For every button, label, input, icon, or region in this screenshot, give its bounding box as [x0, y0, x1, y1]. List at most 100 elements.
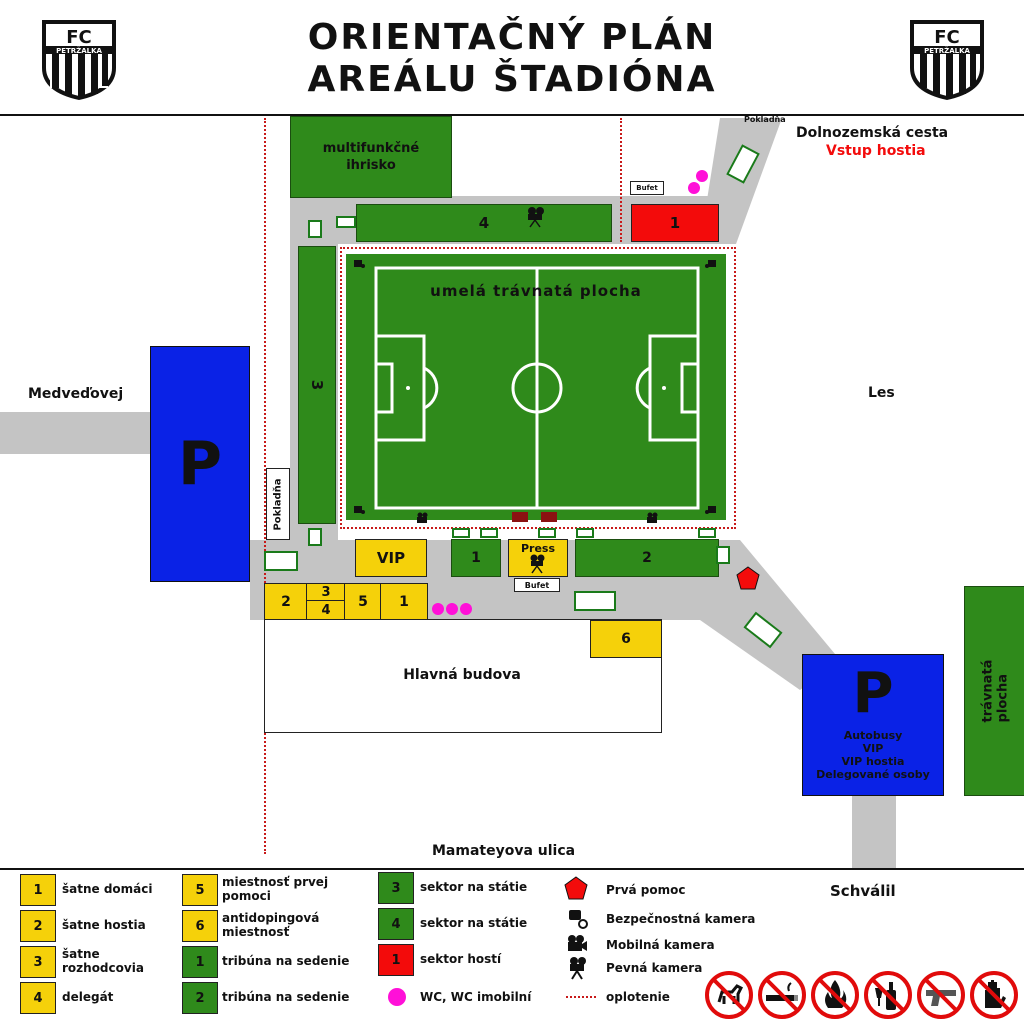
- no-fire-icon: [811, 971, 859, 1019]
- fc-petrzalka-logo-right: FC PETRŽALKA: [910, 20, 984, 100]
- press-label: Press: [520, 542, 556, 555]
- room-1: 1: [380, 583, 428, 621]
- sector-4-standing: 4: [356, 204, 612, 242]
- legend-text: šatne hostia: [62, 918, 146, 932]
- emergency-exit-icon: [716, 546, 730, 564]
- legend-text: šatne rozhodcovia: [62, 947, 144, 975]
- bufet-bottom-label: Bufet: [524, 580, 550, 590]
- legend-swatch-sector-guests: 1: [378, 944, 414, 976]
- grass-area-right: trávnatá plocha: [964, 586, 1024, 796]
- wc-icon: [696, 170, 708, 182]
- room-4: 4: [306, 600, 346, 621]
- svg-text:PETRŽALKA: PETRŽALKA: [56, 46, 102, 55]
- mobile-camera-icon: [647, 512, 658, 523]
- security-camera-icon: [705, 506, 716, 514]
- legend-text: delegát: [62, 990, 114, 1004]
- legend-swatch-label: 2: [195, 990, 205, 1006]
- wc-icon: [446, 603, 458, 615]
- ticket-office-left-label: Pokladňa: [272, 477, 284, 531]
- emergency-exit-icon: [308, 528, 322, 546]
- bench-guest: [541, 512, 557, 522]
- room-1-label: 1: [399, 594, 409, 610]
- legend-text: tribúna na sedenie: [222, 954, 350, 968]
- room-2: 2: [264, 583, 308, 621]
- legend-swatch-label: 2: [33, 918, 43, 934]
- no-alcohol-icon: [864, 971, 912, 1019]
- no-smoking-icon: [758, 971, 806, 1019]
- security-camera-icon: [569, 910, 588, 929]
- legend-text: WC, WC imobilní: [420, 990, 532, 1004]
- parking-right-line4: Delegované osoby: [816, 768, 930, 781]
- security-camera-icon: [705, 260, 716, 268]
- emergency-exit-icon: [576, 528, 594, 538]
- vip-label: VIP: [376, 549, 406, 567]
- legend-swatch-label: 1: [391, 952, 401, 968]
- ticket-office-left: Pokladňa: [266, 468, 290, 540]
- legend-swatch-room-1: 1: [20, 874, 56, 906]
- room-6: 6: [590, 620, 662, 658]
- no-entry-hand-icon: [970, 971, 1018, 1019]
- sector-3-standing: 3: [298, 246, 336, 524]
- emergency-exit-icon: [698, 528, 716, 538]
- no-weapons-icon: [917, 971, 965, 1019]
- street-medvedovej: Medveďovej: [28, 386, 124, 402]
- legend-swatch-label: 1: [195, 954, 205, 970]
- wc-icon: [388, 988, 406, 1006]
- legend-text: šatne domáci: [62, 882, 153, 896]
- wc-icon: [688, 182, 700, 194]
- forest-label: Les: [868, 385, 895, 401]
- page-title-line1: ORIENTAČNÝ PLÁN: [307, 17, 717, 58]
- emergency-exit-icon: [452, 528, 470, 538]
- road-diagonals: [700, 118, 896, 870]
- emergency-exit-icon: [336, 216, 356, 228]
- fence-left: [264, 118, 266, 854]
- grass-area-label: trávnatá plocha: [980, 659, 1011, 723]
- emergency-exit-icon: [480, 528, 498, 538]
- wc-icon: [432, 603, 444, 615]
- multifunction-label: multifunkčné ihrisko: [322, 141, 420, 173]
- header-divider: [0, 114, 1024, 116]
- legend-swatch-label: 4: [391, 916, 401, 932]
- room-4-label: 4: [321, 603, 331, 618]
- legend-divider: [0, 868, 1024, 870]
- legend-swatch-label: 3: [33, 954, 43, 970]
- legend-swatch-room-2: 2: [20, 910, 56, 942]
- emergency-exit-icon: [538, 528, 556, 538]
- mobile-camera-icon: [568, 935, 587, 951]
- parking-right-label: P: [852, 661, 894, 726]
- legend-text: sektor hostí: [420, 952, 502, 966]
- prohibition-icons: [704, 970, 1020, 1020]
- room-6-label: 6: [621, 631, 631, 647]
- legend-swatch-label: 5: [195, 882, 205, 898]
- street-dolnozemska: Dolnozemská cesta: [796, 125, 949, 141]
- fence-legend-line: [566, 996, 596, 998]
- parking-right: P Autobusy VIP VIP hostia Delegované oso…: [802, 654, 944, 796]
- tribune-1-label: 1: [471, 550, 481, 566]
- parking-right-line1: Autobusy: [843, 729, 903, 742]
- legend-text: oplotenie: [606, 990, 670, 1004]
- legend-text: Mobilná kamera: [606, 938, 715, 952]
- parking-left-label: P: [178, 429, 222, 499]
- pitch-label: umelá trávnatá plocha: [430, 282, 642, 300]
- fixed-camera-icon: [530, 554, 545, 574]
- tribune-2-label: 2: [642, 550, 652, 566]
- sector-4-label: 4: [478, 214, 490, 232]
- legend-swatch-sector-3: 3: [378, 872, 414, 904]
- security-camera-icon: [354, 260, 365, 268]
- legend-swatch-room-5: 5: [182, 874, 218, 906]
- bufet-top-label: Bufet: [636, 184, 658, 192]
- bench-home: [512, 512, 528, 522]
- svg-text:FC: FC: [66, 27, 92, 48]
- emergency-exit-icon: [574, 591, 616, 611]
- street-mamateyova: Mamateyova ulica: [432, 843, 576, 859]
- page-title-line2: AREÁLU ŠTADIÓNA: [307, 59, 717, 100]
- ticket-office-top-label: Pokladňa: [744, 115, 786, 124]
- fc-petrzalka-logo-left: FC PETRŽALKA: [42, 20, 116, 100]
- room-5: 5: [344, 583, 382, 621]
- security-camera-icon: [354, 506, 365, 514]
- tribune-2-seating: 2: [575, 539, 719, 577]
- legend-swatch-label: 6: [195, 918, 205, 934]
- room-2-label: 2: [281, 594, 291, 610]
- bufet-bottom: Bufet: [514, 578, 560, 592]
- first-aid-icon: [736, 566, 760, 590]
